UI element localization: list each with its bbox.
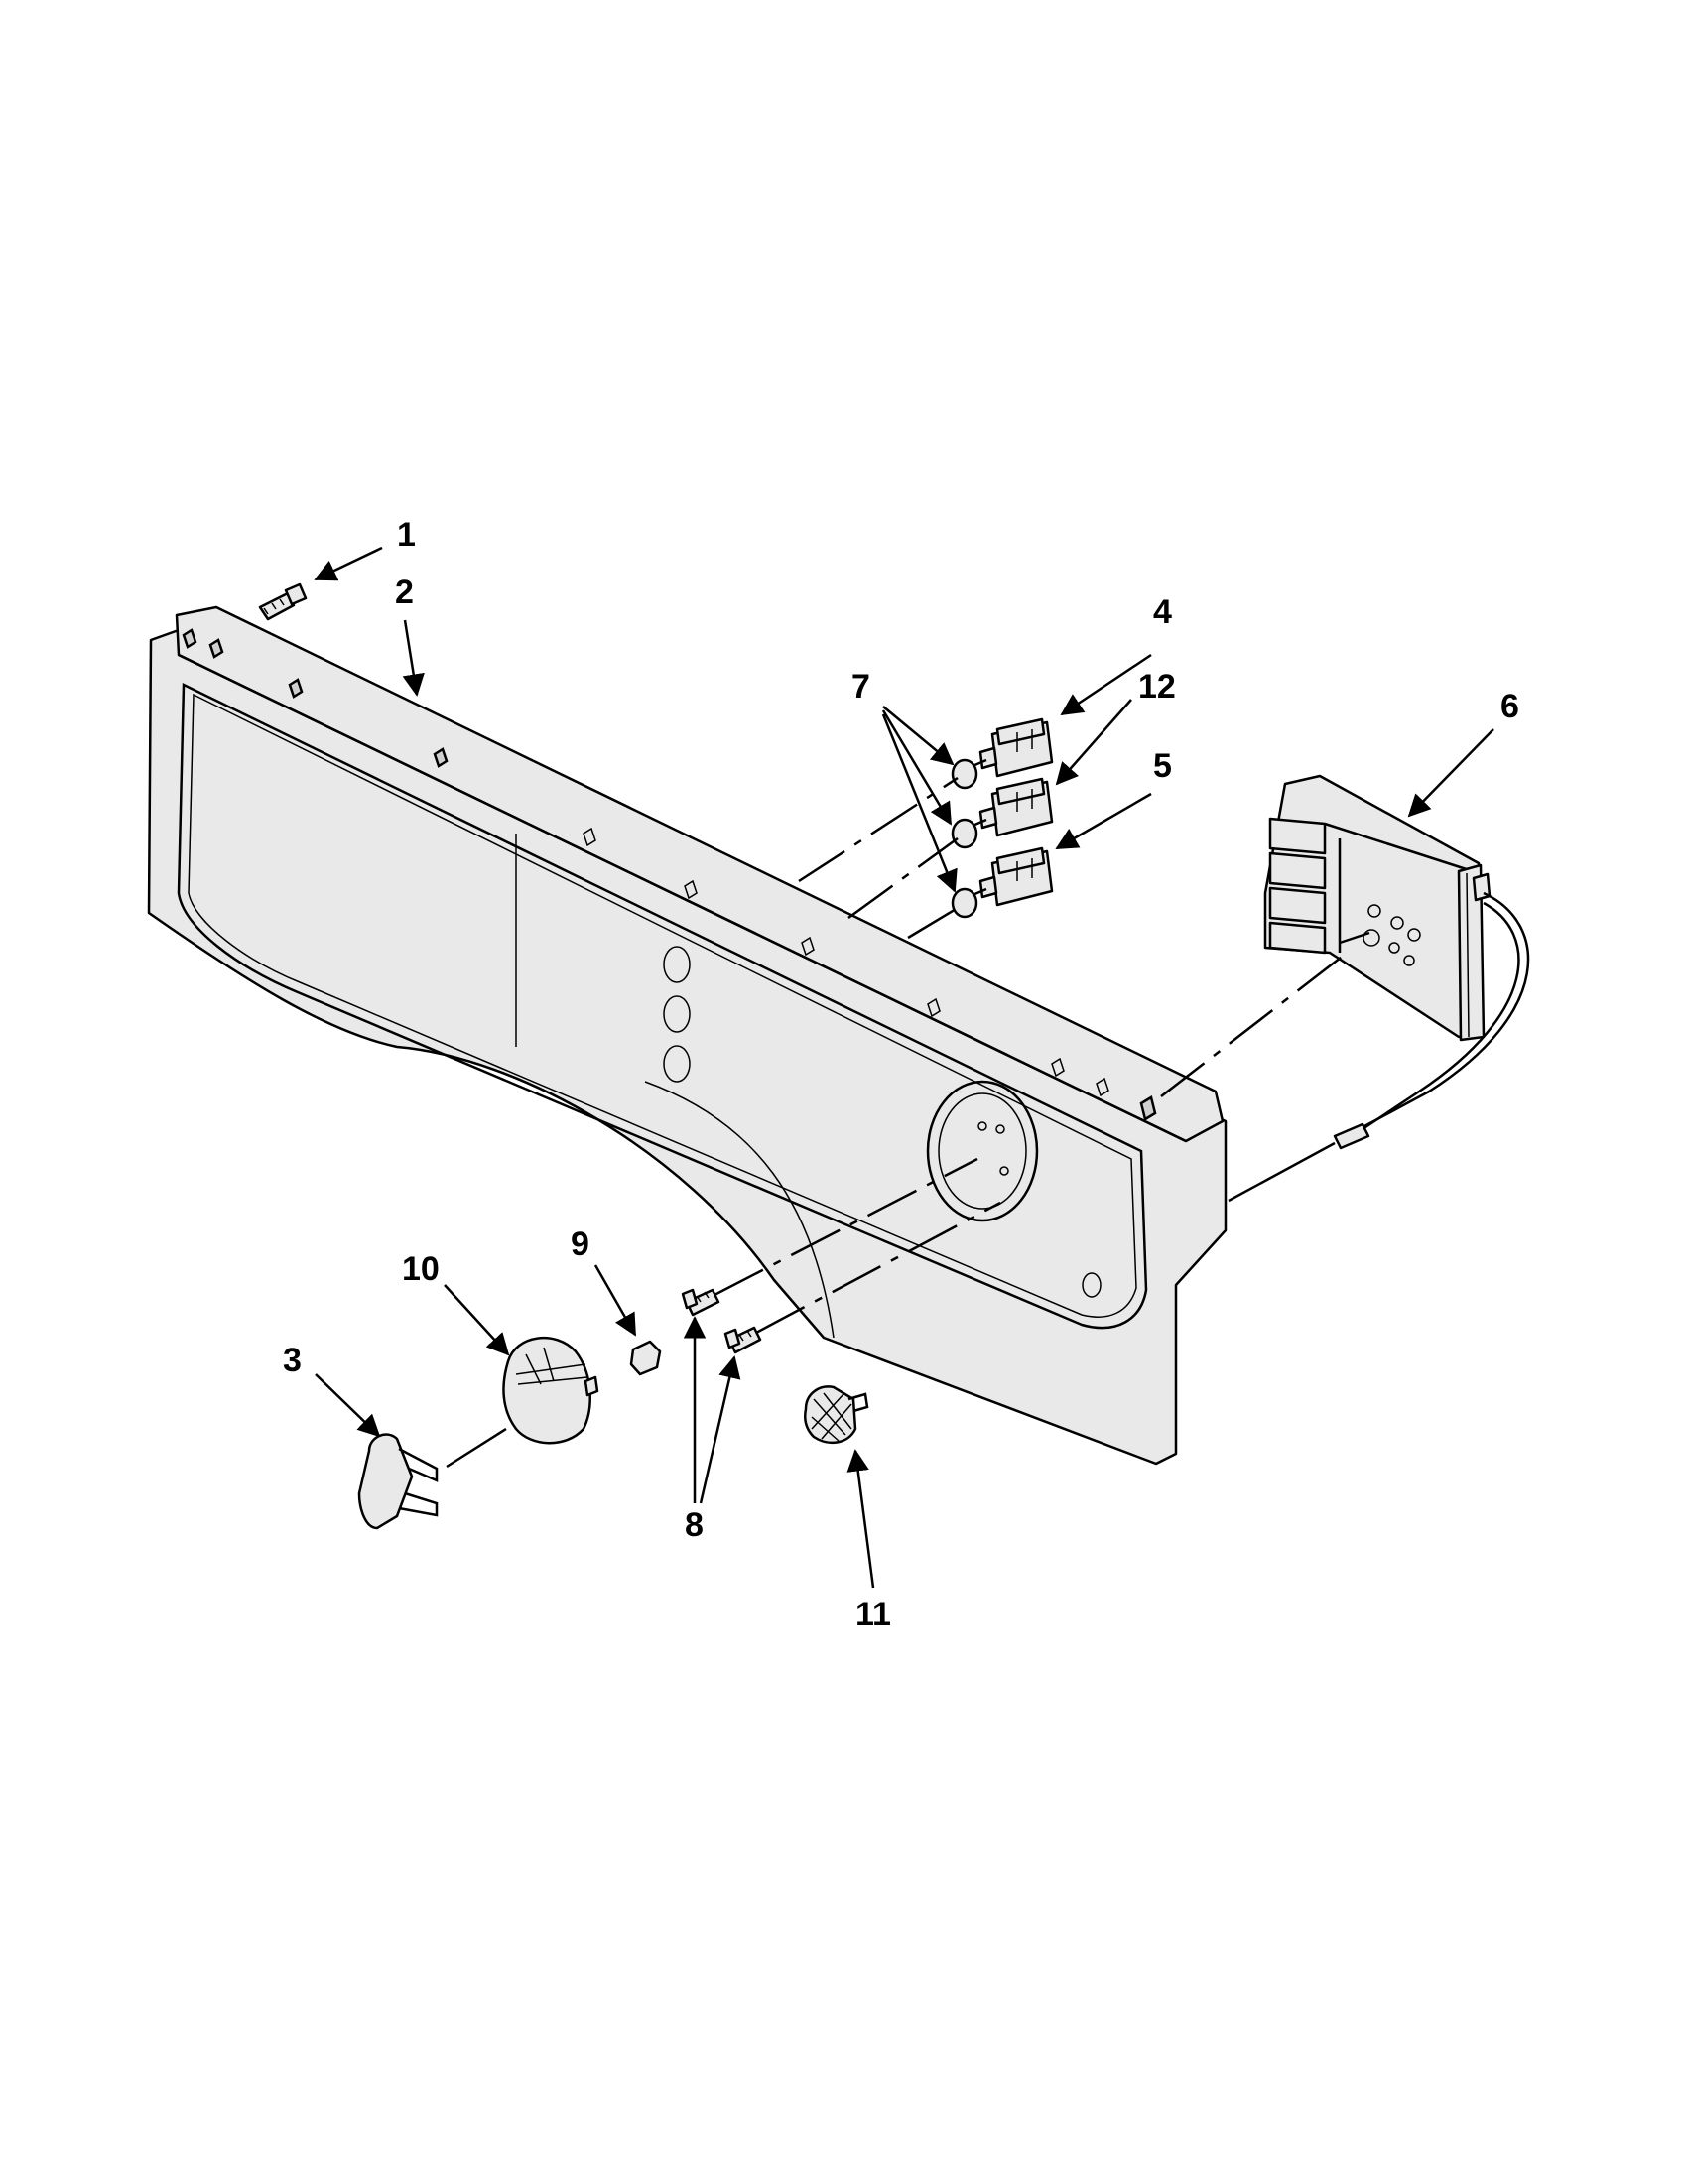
callout-1: 1 [397,516,416,554]
clip-part-9 [629,1340,662,1376]
electronic-control-part-6 [1263,774,1492,1042]
callout-12: 12 [1138,668,1176,706]
callout-7: 7 [851,668,870,706]
callout-2: 2 [395,574,414,611]
knob-insert-part-3 [357,1433,439,1530]
mesh-insert-part-11 [804,1385,869,1445]
switch-part-4 [978,717,1054,778]
wire-harness [1228,891,1530,1203]
control-panel-console [147,605,1228,1466]
knob-part-10 [502,1336,599,1445]
callout-11: 11 [855,1596,891,1633]
callout-4: 4 [1153,593,1172,631]
screw-part-1 [258,582,308,621]
screw-part-8b [723,1326,762,1354]
screw-part-8a [681,1288,720,1317]
callout-3: 3 [283,1342,302,1379]
leader-arrows [314,546,1494,1589]
switch-part-5 [978,846,1054,907]
callout-10: 10 [402,1250,440,1288]
button-part-7b [951,818,987,849]
callout-6: 6 [1500,688,1519,725]
callout-9: 9 [571,1225,589,1263]
button-part-7a [951,758,987,790]
switch-part-12 [978,777,1054,837]
callout-8: 8 [685,1506,704,1544]
callout-5: 5 [1153,747,1172,785]
button-part-7c [951,887,987,919]
